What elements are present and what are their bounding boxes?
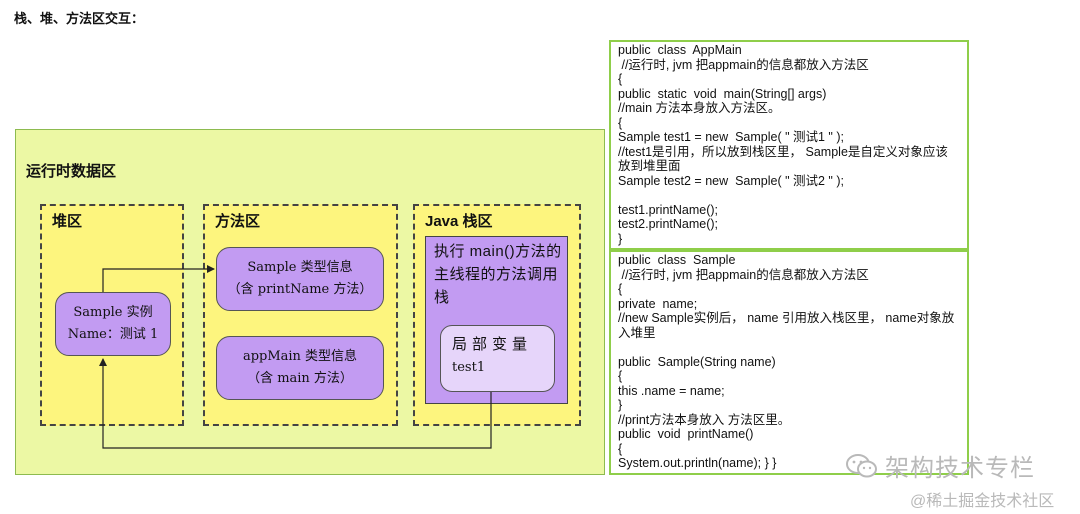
code-line: //print方法本身放入 方法区里。 (618, 412, 791, 427)
code-line: Sample test2 = new Sample( " 测试2 " ); (618, 173, 844, 188)
code-line (618, 340, 967, 355)
code-line: Sample test1 = new Sample( " 测试1 " ); (618, 130, 844, 144)
sample-instance-name: Sample 实例 (73, 305, 153, 320)
local-variable-test1: test1 (452, 360, 486, 375)
watermark-main: 架构技术专栏 (845, 448, 1035, 483)
code-line: } (618, 398, 623, 412)
java-stack-region-title: Java 栈区 (425, 213, 493, 230)
code-line: { (618, 72, 623, 86)
code-line: public static void main(String[] args) (618, 86, 827, 101)
sample-code-panel: public class Sample //运行时, jvm 把appmain的… (609, 250, 969, 475)
code-line: { (618, 369, 623, 383)
code-line: } (618, 231, 623, 246)
sample-type-info-box: Sample 类型信息 （含 printName 方法） (216, 247, 384, 311)
appmain-code-panel: public class AppMain //运行时, jvm 把appmain… (609, 40, 969, 250)
local-variables-title: 局部变量 (452, 336, 533, 353)
sample-type-info-note: （含 printName 方法） (227, 282, 373, 297)
watermark-sub: @稀土掘金技术社区 (910, 493, 1055, 510)
watermark-main-text: 架构技术专栏 (885, 455, 1035, 482)
code-line: { (618, 282, 623, 296)
page-title: 栈、堆、方法区交互： (14, 11, 145, 26)
code-line: //new Sample实例后， name 引用放入栈区里， name对象放入堆… (618, 311, 955, 340)
appmain-type-info-title: appMain 类型信息 (242, 349, 358, 364)
heap-region-title: 堆区 (52, 213, 83, 230)
code-line: test2.printName(); (618, 217, 719, 231)
runtime-data-area-title: 运行时数据区 (26, 163, 117, 180)
code-line: { (618, 441, 623, 456)
local-variables-box (440, 325, 555, 392)
code-line (618, 188, 967, 203)
code-line: this .name = name; (618, 383, 725, 398)
sample-type-info-title: Sample 类型信息 (247, 260, 353, 275)
code-line: public void printName() (618, 427, 754, 441)
code-line: //运行时, jvm 把appmain的信息都放入方法区 (618, 267, 869, 282)
local-to-instance-arrow (99, 358, 492, 449)
code-line: public Sample(String name) (618, 354, 776, 369)
instance-to-type-arrow (102, 265, 215, 292)
code-line: System.out.println(name); } } (618, 456, 777, 470)
sample-instance-field: Name：测试 1 (67, 327, 159, 342)
code-line: test1.printName(); (618, 202, 719, 217)
code-line: private name; (618, 296, 698, 311)
code-line: { (618, 115, 623, 130)
code-line: public class Sample (618, 253, 736, 267)
code-line: //test1是引用，所以放到栈区里， Sample是自定义对象应该放到堆里面 (618, 144, 948, 174)
sample-instance-box: Sample 实例 Name：测试 1 (55, 292, 171, 356)
code-line: //main 方法本身放入方法区。 (618, 101, 781, 115)
wechat-icon (846, 453, 877, 477)
code-line: //运行时, jvm 把appmain的信息都放入方法区 (618, 57, 869, 72)
method-area-region-title: 方法区 (215, 213, 261, 230)
call-stack-description: 执行 main()方法的主线程的方法调用栈 (434, 243, 562, 306)
appmain-type-info-box: appMain 类型信息 （含 main 方法） (216, 336, 384, 400)
appmain-type-info-note: （含 main 方法） (247, 371, 353, 386)
code-line: public class AppMain (618, 43, 742, 57)
